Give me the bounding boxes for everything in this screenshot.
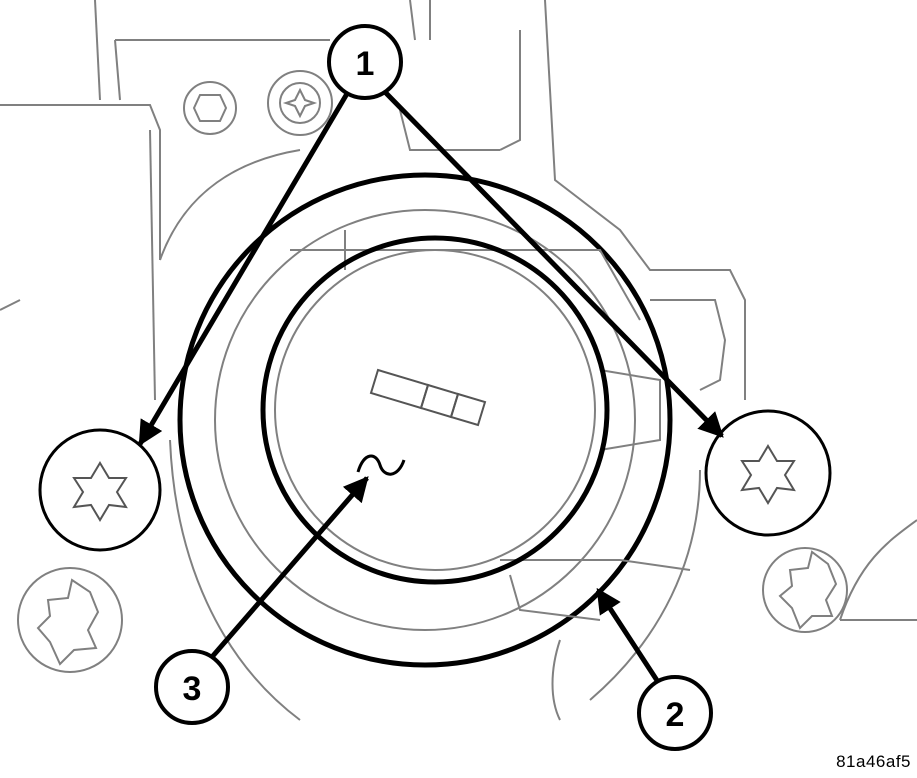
callout-3: 3 xyxy=(154,649,230,725)
callout-1: 1 xyxy=(327,24,403,100)
lens-tilde-mark xyxy=(356,454,406,476)
leader-2 xyxy=(595,587,663,687)
leader-3 xyxy=(203,476,369,667)
mounting-screw-left xyxy=(38,428,162,552)
background-screw-bottom-right xyxy=(762,547,848,633)
lens-marking-boxes xyxy=(369,368,487,427)
background-screw-top xyxy=(267,70,333,136)
lens-outer-ring xyxy=(260,235,610,585)
background-screw-bottom-left xyxy=(17,567,123,673)
bulb-lens xyxy=(260,235,610,585)
callout-2-label: 2 xyxy=(666,696,685,734)
figure-id: 81a46af5 xyxy=(836,752,911,771)
housing-inner-ring xyxy=(214,209,636,631)
background-screw-top-left xyxy=(183,81,237,135)
callout-leaders xyxy=(137,90,724,687)
leader-1-left xyxy=(137,90,351,447)
lamp-housing xyxy=(177,172,691,668)
background-structure xyxy=(0,0,917,721)
callout-3-label: 3 xyxy=(183,670,202,708)
callout-1-label: 1 xyxy=(356,45,375,83)
lens-inner-ring xyxy=(274,249,596,571)
mounting-screw-right xyxy=(704,409,832,537)
callout-2: 2 xyxy=(637,675,713,751)
leader-1-right xyxy=(383,90,724,438)
housing-outer-ring xyxy=(177,172,673,668)
